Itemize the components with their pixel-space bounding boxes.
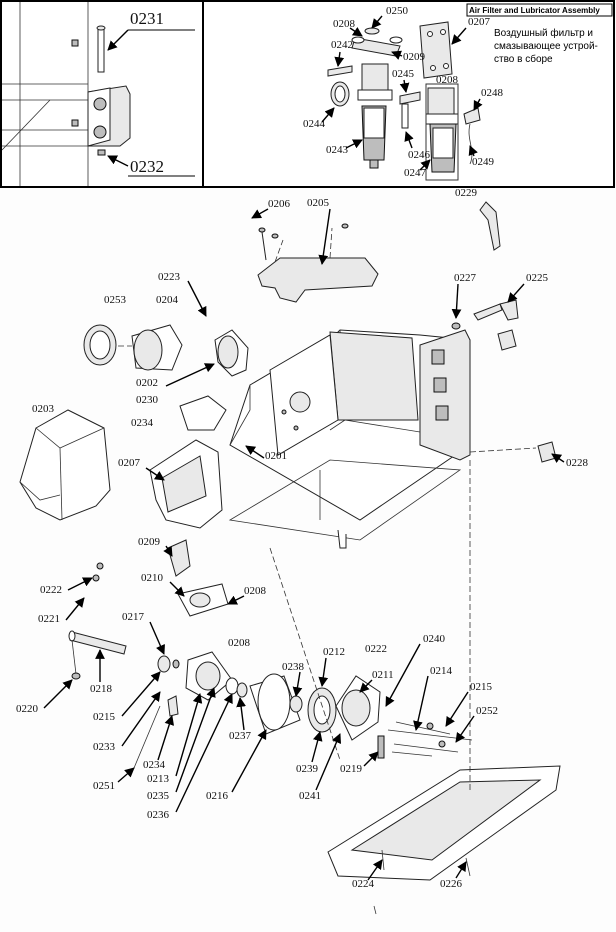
label-0234-b: 0234 xyxy=(143,759,166,771)
label-0235: 0235 xyxy=(147,790,170,802)
label-0241: 0241 xyxy=(299,790,321,802)
inset-label-0208-b: 0208 xyxy=(436,74,459,86)
inset-label-0242: 0242 xyxy=(331,39,353,51)
inset-label-0246: 0246 xyxy=(408,149,431,161)
inset-caption-line-2: смазывающее устрой- xyxy=(494,41,598,52)
label-0215-b: 0215 xyxy=(470,681,493,693)
label-0213: 0213 xyxy=(147,773,170,785)
label-0230: 0230 xyxy=(136,394,159,406)
inset-title: Air Filter and Lubricator Assembly xyxy=(469,6,600,15)
label-0210: 0210 xyxy=(141,572,164,584)
label-0218: 0218 xyxy=(90,683,113,695)
label-0208: 0208 xyxy=(244,585,267,597)
label-0209: 0209 xyxy=(138,536,161,548)
label-0222: 0222 xyxy=(40,584,62,596)
label-0228: 0228 xyxy=(566,457,589,469)
hinge-detail: 0231 0232 xyxy=(1,2,202,186)
label-0239: 0239 xyxy=(296,763,319,775)
label-0252: 0252 xyxy=(476,705,498,717)
label-0201: 0201 xyxy=(265,450,287,462)
label-0219: 0219 xyxy=(340,763,363,775)
label-0251: 0251 xyxy=(93,780,115,792)
label-0214: 0214 xyxy=(430,665,453,677)
inset-label-0247: 0247 xyxy=(404,167,427,179)
label-0232: 0232 xyxy=(130,157,164,176)
inset-label-0243: 0243 xyxy=(326,144,349,156)
inset-caption-line-3: ство в сборе xyxy=(494,53,553,65)
label-0238: 0238 xyxy=(282,661,305,673)
label-0207: 0207 xyxy=(118,457,141,469)
inset-caption-line-1: Воздушный фильтр и xyxy=(494,27,593,39)
label-0212: 0212 xyxy=(323,646,345,658)
inset-label-0250: 0250 xyxy=(386,5,409,17)
label-0216: 0216 xyxy=(206,790,229,802)
label-0217: 0217 xyxy=(122,611,145,623)
label-0229: 0229 xyxy=(455,187,478,199)
label-0224: 0224 xyxy=(352,878,375,890)
air-filter-inset: Air Filter and Lubricator Assembly Возду… xyxy=(303,3,613,181)
main-labels: 0206 0205 0229 0223 0253 0204 0227 0225 … xyxy=(16,187,589,890)
inset-label-0209: 0209 xyxy=(403,51,426,63)
label-0240: 0240 xyxy=(423,633,446,645)
label-0233: 0233 xyxy=(93,741,116,753)
label-0204: 0204 xyxy=(156,294,179,306)
label-0234: 0234 xyxy=(131,417,154,429)
label-0205: 0205 xyxy=(307,197,330,209)
label-0237: 0237 xyxy=(229,730,252,742)
label-0225: 0225 xyxy=(526,272,549,284)
inset-label-0248: 0248 xyxy=(481,87,504,99)
inset-label-0208: 0208 xyxy=(333,18,356,30)
inset-label-0244: 0244 xyxy=(303,118,326,130)
label-0226: 0226 xyxy=(440,878,463,890)
inset-label-0249: 0249 xyxy=(472,156,495,168)
inset-label-0207: 0207 xyxy=(468,16,491,28)
label-0208-b: 0208 xyxy=(228,637,251,649)
label-0202: 0202 xyxy=(136,377,158,389)
label-0221: 0221 xyxy=(38,613,60,625)
label-0223: 0223 xyxy=(158,271,181,283)
label-0222-b: 0222 xyxy=(365,643,387,655)
label-0206: 0206 xyxy=(268,198,291,210)
label-0231: 0231 xyxy=(130,9,164,28)
label-0236: 0236 xyxy=(147,809,170,821)
label-0211: 0211 xyxy=(372,669,394,681)
label-0220: 0220 xyxy=(16,703,39,715)
label-0227: 0227 xyxy=(454,272,477,284)
label-0203: 0203 xyxy=(32,403,55,415)
label-0215: 0215 xyxy=(93,711,116,723)
inset-label-0245: 0245 xyxy=(392,68,415,80)
main-exploded-view xyxy=(19,201,561,915)
label-0253: 0253 xyxy=(104,294,127,306)
